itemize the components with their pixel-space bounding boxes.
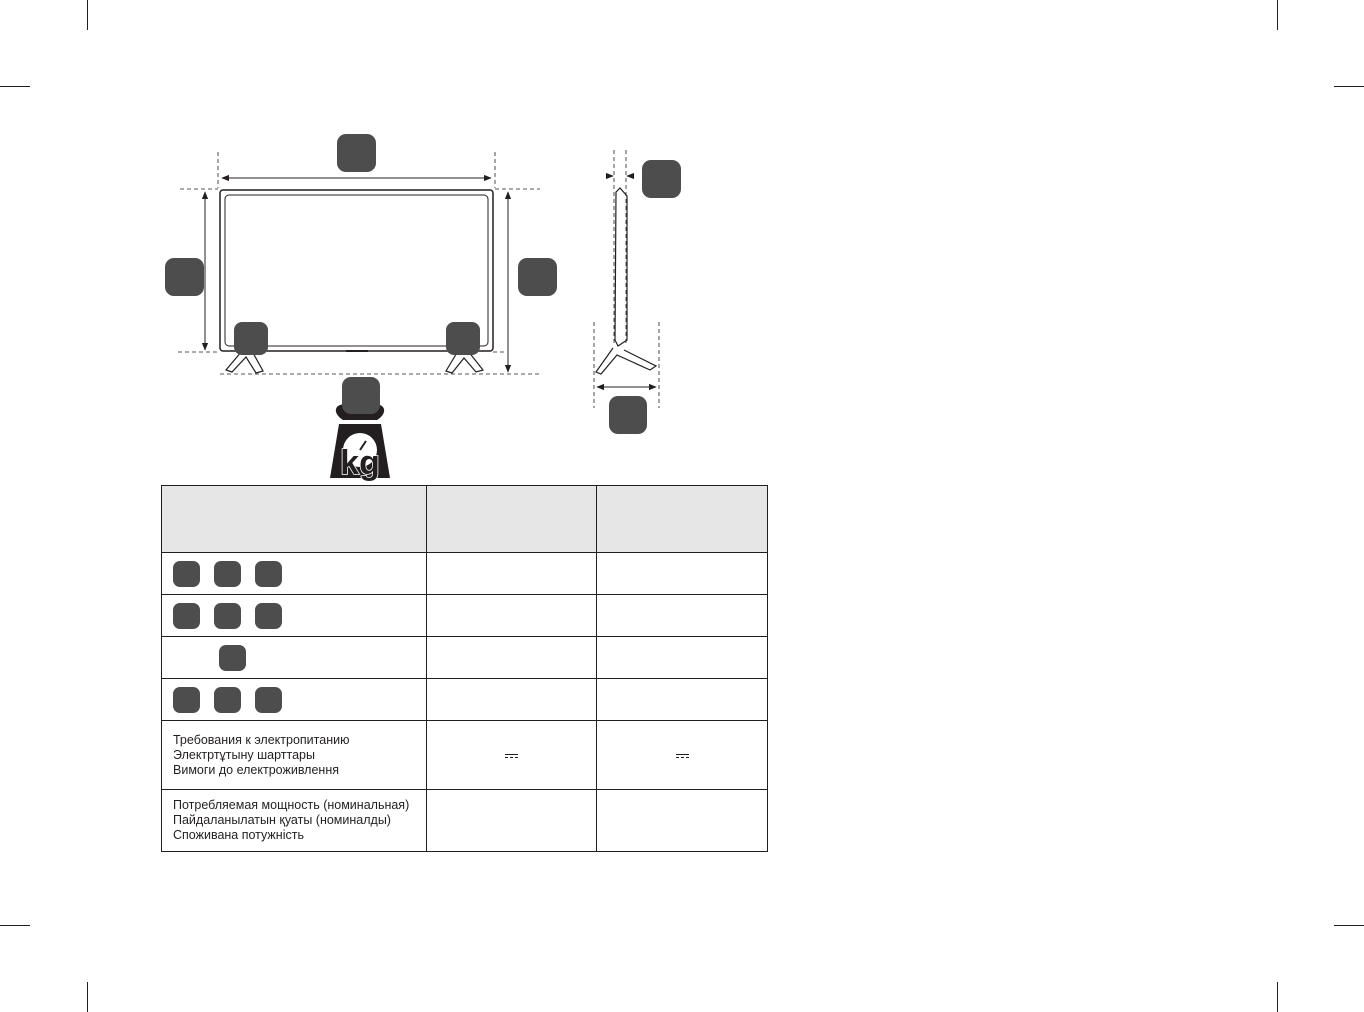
callout-badge <box>337 134 376 172</box>
value-cell <box>426 720 597 790</box>
label-line: Пайдаланылатын қуаты (номиналды) <box>173 813 391 827</box>
callout-badge <box>173 686 200 713</box>
table-row <box>161 552 768 595</box>
row-label-cell <box>161 594 427 637</box>
callout-badge <box>518 258 557 296</box>
weight-scale-icon: kg <box>330 404 390 483</box>
row-label-cell: Требования к электропитанию Электртұтыну… <box>161 720 427 790</box>
value-cell <box>426 552 597 595</box>
callout-badge <box>255 560 282 587</box>
spec-table: Требования к электропитанию Электртұтыну… <box>161 485 768 852</box>
value-cell <box>596 594 768 637</box>
dc-current-icon <box>505 754 518 759</box>
table-row <box>161 594 768 637</box>
callout-badge <box>173 602 200 629</box>
table-header-row <box>161 485 768 553</box>
crop-mark <box>1334 925 1364 926</box>
callout-badge <box>609 396 647 434</box>
callout-badge <box>214 686 241 713</box>
table-row: Потребляемая мощность (номинальная) Пайд… <box>161 789 768 852</box>
table-row: Требования к электропитанию Электртұтыну… <box>161 720 768 790</box>
tv-side-outline <box>595 187 658 375</box>
label-line: Вимоги до електроживлення <box>173 762 339 777</box>
callout-badge <box>219 644 246 671</box>
table-row <box>161 678 768 721</box>
row-label-cell <box>161 552 427 595</box>
value-cell <box>596 552 768 595</box>
crop-mark <box>0 925 30 926</box>
value-cell <box>426 678 597 721</box>
label-line: Потребляемая мощность (номинальная) <box>173 798 410 812</box>
callout-badge <box>342 377 380 414</box>
table-row <box>161 636 768 679</box>
callout-badge <box>446 322 480 355</box>
tv-front-outline <box>219 189 494 374</box>
callout-badge <box>642 160 681 198</box>
crop-mark <box>0 86 30 87</box>
value-cell <box>596 678 768 721</box>
callout-badge <box>234 322 268 355</box>
weight-unit-label: kg <box>340 444 380 482</box>
header-cell <box>596 485 768 553</box>
callout-badge <box>165 258 204 296</box>
crop-mark <box>87 0 88 30</box>
crop-mark <box>1334 86 1364 87</box>
header-cell <box>426 485 597 553</box>
callout-badge <box>214 602 241 629</box>
label-line: Электртұтыну шарттары <box>173 747 315 762</box>
row-label-cell <box>161 678 427 721</box>
crop-mark <box>1277 0 1278 30</box>
value-cell <box>596 636 768 679</box>
dc-current-icon <box>675 754 689 759</box>
callout-badge <box>173 560 200 587</box>
callout-badges <box>165 134 681 434</box>
label-line: Споживана потужність <box>173 828 304 842</box>
callout-badge <box>214 560 241 587</box>
value-cell <box>596 789 768 852</box>
value-cell <box>426 636 597 679</box>
tv-dimension-diagram: kg <box>165 134 681 483</box>
callout-badge <box>255 686 282 713</box>
row-label-cell: Потребляемая мощность (номинальная) Пайд… <box>161 789 427 852</box>
label-line: Требования к электропитанию <box>173 732 350 747</box>
callout-badge <box>255 602 282 629</box>
crop-mark <box>87 982 88 1012</box>
value-cell <box>426 789 597 852</box>
header-cell <box>161 485 427 553</box>
crop-mark <box>1277 982 1278 1012</box>
value-cell <box>426 594 597 637</box>
row-label-cell <box>161 636 427 679</box>
value-cell <box>596 720 768 790</box>
